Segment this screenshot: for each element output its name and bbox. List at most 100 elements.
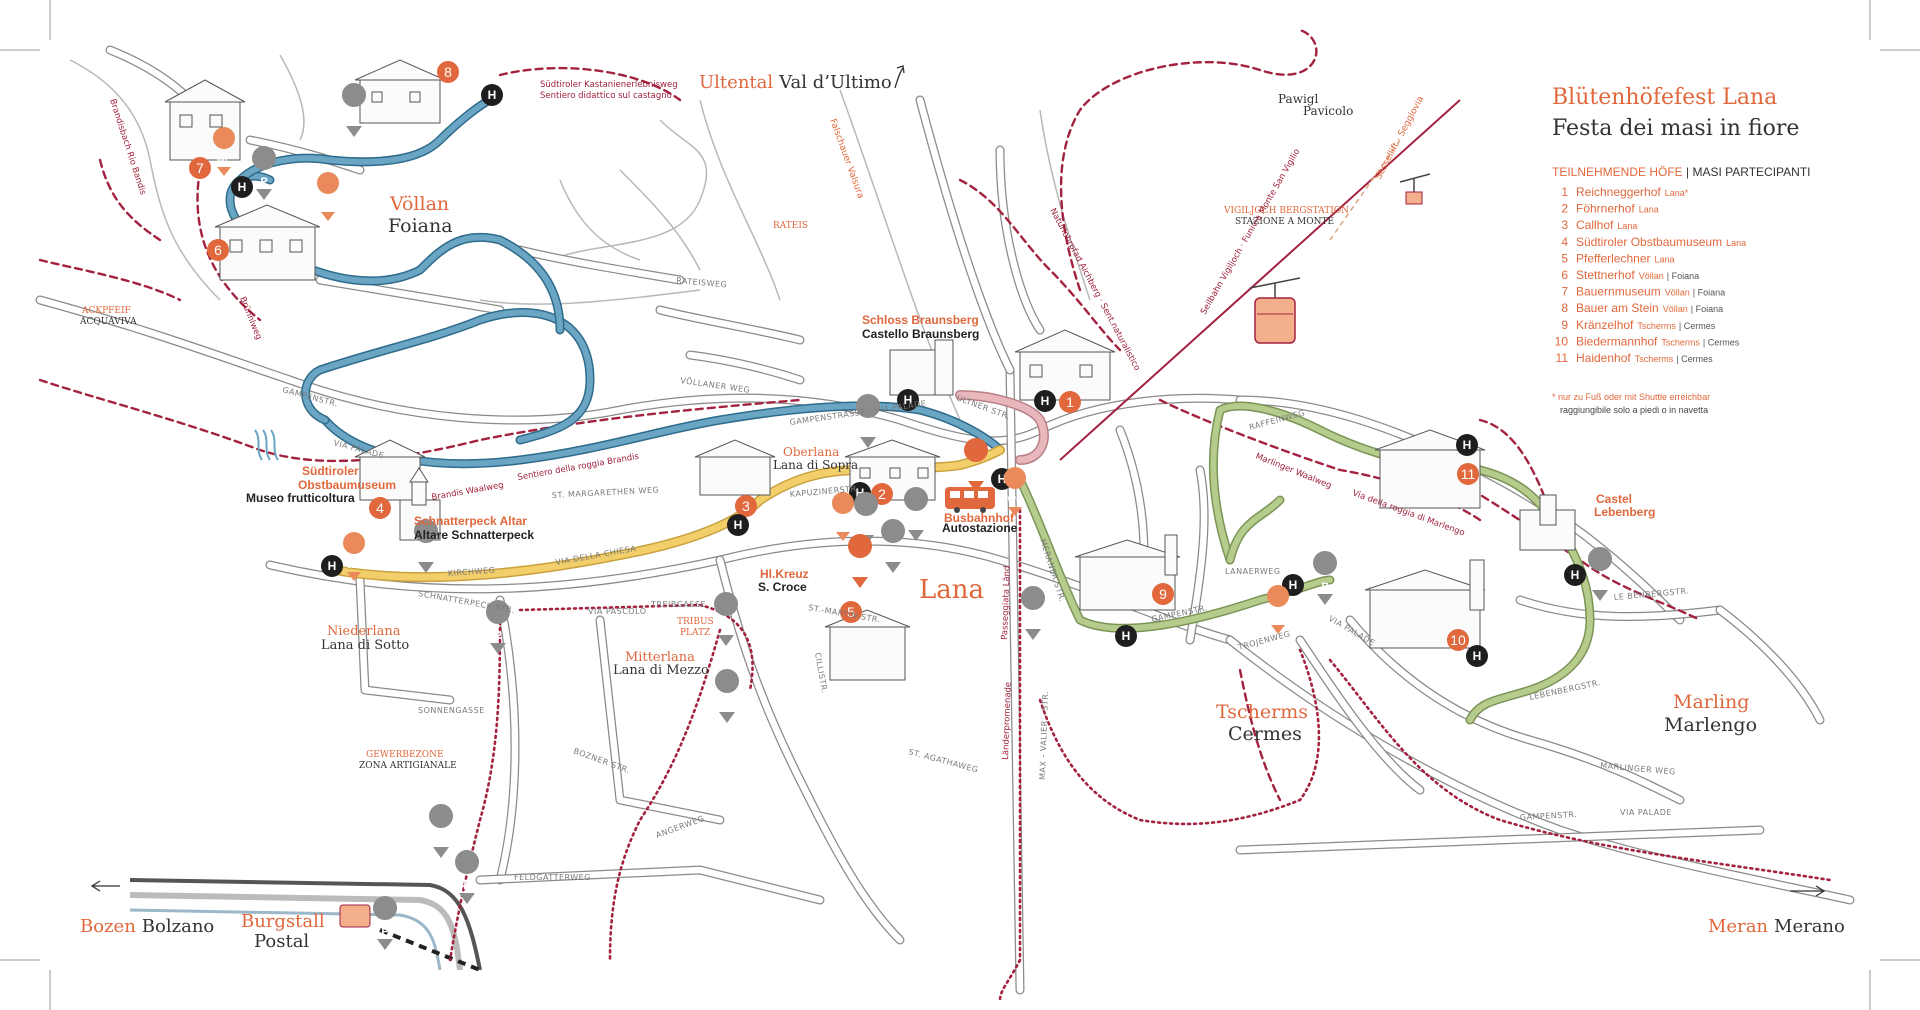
svg-text:8: 8 — [444, 64, 452, 80]
svg-text:H: H — [1473, 649, 1482, 663]
bus-stop-h[interactable]: H — [897, 389, 919, 411]
bus-stop-h[interactable]: H — [321, 555, 343, 577]
parking-icon[interactable]: P — [856, 394, 881, 448]
wc-icon[interactable]: WC — [1267, 585, 1290, 634]
pawigl-de: Pawigl — [1278, 92, 1318, 106]
bus-stop-h[interactable]: H — [727, 514, 749, 536]
svg-text:i: i — [857, 562, 862, 578]
svg-text:6: 6 — [214, 242, 222, 258]
svg-text:TREIBGASSE: TREIBGASSE — [650, 600, 706, 609]
parking-icon[interactable]: P — [854, 492, 879, 546]
bus-stop-h[interactable]: H — [231, 176, 253, 198]
railway — [129, 878, 482, 972]
parking-icon[interactable]: P — [455, 850, 480, 904]
wc-icon[interactable]: WC — [1004, 467, 1027, 516]
tscherms-de: Tscherms — [1216, 701, 1308, 723]
schnatter-de: Schnatterpeck Altar — [414, 514, 527, 528]
farm-marker-6[interactable]: 6 — [207, 239, 229, 261]
parking-icon[interactable]: P — [881, 519, 906, 573]
parking-icon[interactable]: P — [429, 804, 454, 858]
farm-marker-4[interactable]: 4 — [369, 497, 391, 519]
schnatter-it: Altare Schnatterpeck — [414, 528, 534, 542]
info-icon[interactable]: i — [964, 438, 989, 492]
ackpfeif-it: ACQUAVIVA — [79, 317, 137, 327]
info-icon[interactable]: i — [848, 534, 873, 588]
brandisbach: Brandisbach Rio Bandis — [107, 98, 148, 197]
parking-icon[interactable]: P — [342, 83, 367, 137]
brandis-de: Brandis Waalweg — [431, 480, 505, 503]
svg-text:H: H — [998, 472, 1007, 486]
svg-text:MAX - VALIER - STR.: MAX - VALIER - STR. — [1038, 691, 1050, 780]
gewerbe-it: ZONA ARTIGIANALE — [359, 761, 457, 771]
wc-icon[interactable]: WC — [832, 492, 855, 541]
farm-marker-8[interactable]: 8 — [437, 61, 459, 83]
hlkreuz-it: S. Croce — [758, 580, 807, 594]
parking-icon[interactable]: P — [715, 669, 740, 723]
falschauer: Falschauer Valsura — [827, 118, 865, 200]
tribus-de: TRIBUS — [677, 617, 714, 627]
parking-icon[interactable]: P — [1588, 547, 1613, 601]
house-reichneggerhof — [1014, 329, 1116, 401]
wc-icon[interactable]: WC — [213, 127, 236, 176]
bus-icon — [945, 487, 995, 513]
svg-text:H: H — [488, 88, 497, 102]
svg-text:H: H — [238, 180, 247, 194]
svg-text:H: H — [856, 486, 865, 500]
route-yellow-lana — [330, 445, 1005, 583]
farm-marker-1[interactable]: 1 — [1059, 391, 1081, 413]
house-schloss-braunsberg — [889, 339, 954, 396]
laendpromenade: Länderpromenade — [1001, 682, 1014, 760]
farm-marker-9[interactable]: 9 — [1152, 583, 1174, 605]
farm-marker-11[interactable]: 11 — [1457, 463, 1479, 485]
wc-icon[interactable]: WC — [317, 172, 340, 221]
parking-icon[interactable]: P — [252, 146, 277, 200]
route-blue-voellan — [225, 95, 1005, 469]
wc-icon[interactable]: WC — [343, 532, 366, 581]
oberlana-it: Lana di Sopra — [773, 458, 858, 472]
parking-icon[interactable]: P — [373, 896, 398, 950]
bus-stop-h[interactable]: H — [1034, 390, 1056, 412]
parking-icon[interactable]: P — [414, 519, 439, 573]
voellan-de: Völlan — [389, 193, 449, 215]
bus-stop-h[interactable]: H — [1564, 564, 1586, 586]
farm-marker-5[interactable]: 5 — [840, 601, 862, 623]
burgstall-cable-car-icon — [339, 904, 371, 928]
parking-icon[interactable]: P — [714, 592, 739, 646]
vigiljoch-de: VIGILJOCH BERGSTATION — [1223, 206, 1349, 216]
arrow-left-icon — [90, 880, 120, 892]
gewerbe-de: GEWERBEZONE — [366, 750, 444, 760]
parking-icon[interactable]: P — [1313, 551, 1338, 605]
legend-note-it: raggiungibile solo a piedi o in navetta — [1560, 405, 1708, 415]
parking-icon[interactable]: P — [904, 487, 929, 541]
busbahnhof-de: Busbahnhof — [944, 511, 1015, 525]
svg-text:P: P — [422, 549, 429, 561]
farm-marker-7[interactable]: 7 — [189, 157, 211, 179]
parking-markers[interactable]: P P P P P P P P P P P P P P P P — [252, 83, 1613, 950]
farm-markers[interactable]: 1 2 3 4 5 6 7 8 9 10 11 — [189, 61, 1479, 651]
title-line2: Festa dei masi in fiore — [1552, 116, 1799, 141]
svg-text:P: P — [437, 834, 444, 846]
parking-icon[interactable]: P — [1021, 586, 1046, 640]
bus-stop-h[interactable]: H — [481, 84, 503, 106]
farm-marker-10[interactable]: 10 — [1447, 629, 1469, 651]
info-markers[interactable]: i i — [848, 438, 989, 588]
bus-stop-h[interactable]: H — [1456, 434, 1478, 456]
svg-text:BOZNER STR.: BOZNER STR. — [572, 746, 631, 775]
museum-de2: Obstbaumuseum — [298, 478, 396, 492]
svg-text:VIA PASCOLO: VIA PASCOLO — [588, 607, 647, 616]
wc-markers[interactable]: WC WC WC WC WC WC — [213, 127, 1290, 634]
bus-stop-h[interactable]: H — [1115, 625, 1137, 647]
farm-marker-3[interactable]: 3 — [735, 495, 757, 517]
parking-icon[interactable]: P — [486, 600, 511, 654]
svg-text:WC: WC — [347, 560, 362, 570]
bus-stop-h[interactable]: H — [1466, 645, 1488, 667]
mitterlana-de: Mitterlana — [625, 650, 695, 665]
svg-text:H: H — [1571, 568, 1580, 582]
svg-text:H: H — [904, 393, 913, 407]
